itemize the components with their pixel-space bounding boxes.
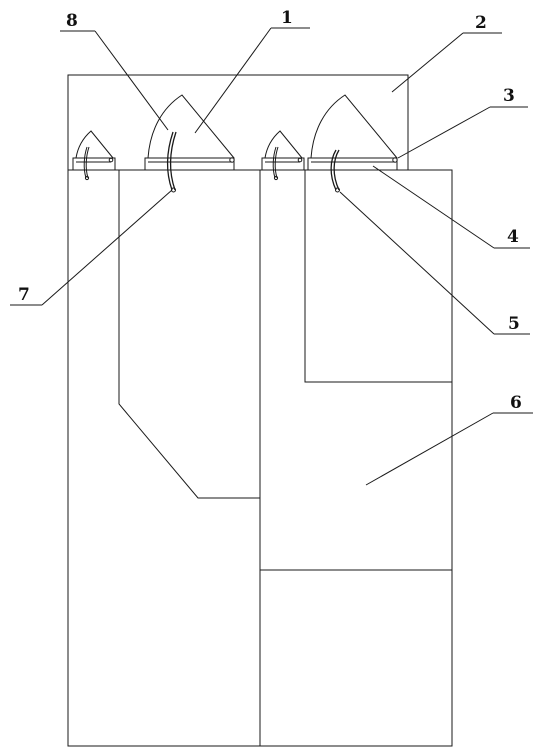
large-flap-right [310,94,398,159]
leader-7 [41,189,173,306]
label-4: 4 [507,227,519,247]
label-8: 8 [66,11,78,31]
pivot-pin-small-right [297,157,303,163]
rod-small-right-a [272,146,277,179]
small-flap-right [264,130,303,159]
large-block-right [307,157,398,171]
label-5: 5 [508,314,520,334]
rod-small-right-end [273,175,279,181]
rod-small-left-b [85,146,90,179]
back-panel [67,74,409,171]
small-flap-left [75,130,114,159]
rod-left-inner [169,131,177,191]
small-block-right [261,157,305,171]
rod-small-left-end [84,175,90,181]
label-3: 3 [503,86,515,106]
label-1: 1 [281,8,293,28]
leader-5 [339,191,495,335]
rod-small-right-b [274,146,279,179]
large-block-left [144,157,235,171]
rod-small-left-a [83,146,88,179]
rod-right-end [335,187,340,193]
leader-6 [365,412,494,486]
right-inner-compartment [304,170,452,383]
leader-2 [391,32,464,93]
leader-4 [372,165,495,249]
pivot-pin-small-left [108,157,114,163]
leader-3 [397,106,491,159]
small-block-left [72,157,116,171]
label-7: 7 [18,285,30,305]
leader-8 [94,30,169,131]
label-6: 6 [510,393,522,413]
label-2: 2 [475,13,487,33]
left-inner-compartment [118,170,260,499]
rod-right-inner [333,149,340,191]
pivot-pin-left [229,157,235,163]
large-flap-left [147,94,235,159]
rod-left-outer [166,131,174,191]
pivot-pin-right [392,157,398,163]
rod-right-outer [330,149,337,191]
leader-1 [194,27,272,134]
